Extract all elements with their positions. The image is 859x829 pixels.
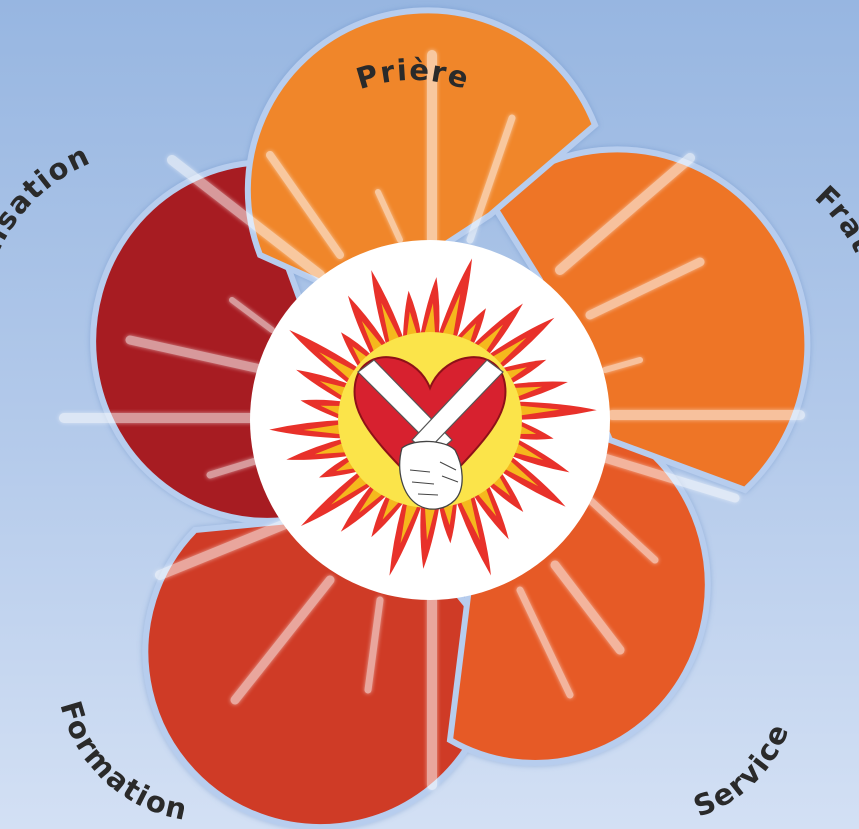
flame-icon [507, 436, 570, 473]
flame-icon [296, 369, 353, 404]
flame-icon [507, 381, 568, 403]
ray [550, 560, 625, 655]
flame-core [474, 324, 504, 355]
flame-icon [513, 419, 554, 440]
ray [516, 586, 574, 699]
finger-lines [409, 461, 459, 496]
flame-core [400, 501, 419, 544]
ray [230, 575, 335, 705]
flame-icon [300, 399, 347, 421]
label-service: Service [689, 718, 796, 824]
center-emblem [250, 240, 610, 600]
flame-icon [402, 290, 422, 340]
ray [229, 297, 275, 333]
flame-core [513, 405, 560, 417]
ray [586, 496, 659, 564]
ray [266, 151, 344, 259]
flame-core [500, 457, 539, 487]
ray [585, 257, 705, 320]
flame-icon [456, 493, 491, 576]
flame-core [319, 352, 360, 383]
flame-core [424, 504, 437, 541]
flame-icon [371, 270, 404, 347]
flame-core [381, 302, 401, 345]
petal-priere [244, 7, 599, 304]
label-evangelisation: Évangélisation [0, 138, 95, 385]
flame-core [423, 303, 436, 336]
flame-icon [389, 500, 422, 576]
flame-core [361, 321, 385, 355]
ray [167, 155, 325, 280]
joined-hands-icon [399, 440, 463, 510]
ray [375, 189, 403, 243]
flame-core [303, 423, 347, 435]
flame-icon [438, 500, 458, 544]
petal-fraternite [486, 146, 811, 494]
flame-icon [512, 401, 597, 421]
flame-icon [420, 277, 440, 336]
flame-core [488, 337, 527, 368]
joined-arms [411, 359, 504, 453]
label-fraternite: Fraternité [809, 179, 859, 363]
flame-core [459, 495, 480, 541]
ray [602, 357, 643, 373]
flame-core [441, 293, 461, 339]
ray [364, 596, 384, 694]
flame-core [406, 311, 418, 339]
ray [555, 153, 695, 275]
flame-icon [438, 258, 473, 340]
flame-icon [269, 419, 348, 439]
flame-icon [286, 437, 353, 460]
ray [466, 114, 516, 244]
flame-icon [420, 504, 440, 569]
ray [125, 335, 270, 375]
light-rays [59, 50, 805, 790]
flame-core [442, 501, 454, 526]
ray [590, 450, 740, 503]
ray [155, 515, 300, 580]
flame-core [331, 472, 372, 505]
